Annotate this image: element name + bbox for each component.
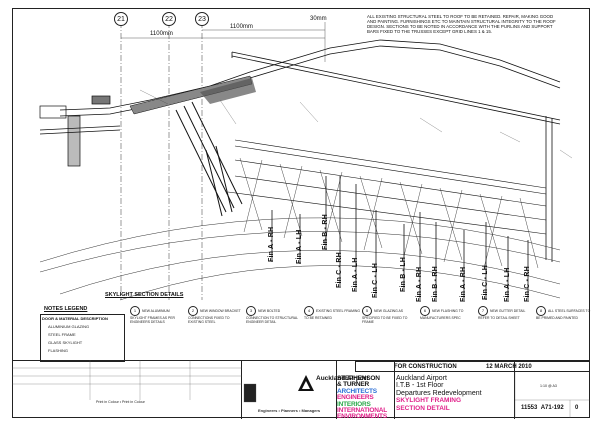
- dimension-text-2: 1100mm: [230, 24, 253, 30]
- revision-table: [12, 361, 242, 419]
- section-title: SKYLIGHT SECTION DETAILS: [105, 292, 184, 298]
- dimension-text-3: 30mm: [310, 16, 327, 22]
- firm-line: & TURNER: [337, 381, 369, 389]
- legend-item: GLASS SKYLIGHT: [48, 340, 83, 345]
- legend-item: STEEL FRAME: [48, 332, 76, 337]
- inclined-member: [175, 101, 243, 217]
- for-construction-label: FOR CONSTRUCTION: [394, 364, 457, 370]
- firm-name: STEPHENSON & TURNER ARCHITECTS ENGINEERS…: [337, 375, 387, 421]
- grid-bubble-21: 21: [114, 12, 128, 26]
- drawing-title-line-2: SECTION DETAIL: [396, 404, 450, 412]
- project-name: Auckland Airport: [396, 375, 447, 382]
- client-logo-cell: [242, 361, 337, 419]
- fin-verticals: [271, 176, 529, 300]
- client-logo-text: Auckland Airport: [316, 375, 369, 382]
- firm-line: ENVIRONMENTS: [337, 413, 387, 421]
- drawing-title-line-1: SKYLIGHT FRAMING: [396, 397, 461, 405]
- grid-lines: [120, 22, 203, 300]
- grid-bubble-23: 23: [195, 12, 209, 26]
- firm-line: STEPHENSON: [337, 375, 380, 382]
- project-cell: [395, 361, 515, 419]
- scale-text: 1:10 @ A3: [540, 384, 557, 388]
- drawing-number: 11553 A71-192: [521, 405, 564, 411]
- sheet-border: [12, 8, 590, 418]
- grid-bubble-22: 22: [162, 12, 176, 26]
- dimension-text-1: 1100mm: [150, 31, 173, 37]
- auckland-airport-logo-icon: [298, 375, 314, 391]
- hatched-roof: [129, 75, 256, 115]
- general-note: ALL EXISTING STRUCTURAL STEEL TO ROOF TO…: [367, 14, 556, 34]
- revision-number: 0: [575, 405, 579, 411]
- notes-legend-title: NOTES LEGEND: [44, 306, 88, 312]
- legend-box: [40, 314, 125, 362]
- firm-logo-cell: [337, 361, 395, 419]
- legend-item: ALUMINIUM GLAZING: [48, 324, 90, 329]
- project-details: Auckland Airport I.T.B - 1st Floor Depar…: [396, 375, 482, 412]
- leader-lines: [139, 89, 573, 159]
- construction-date: 12 MARCH 2010: [486, 364, 532, 370]
- project-location: I.T.B - 1st Floor: [396, 382, 444, 390]
- firm-line: ARCHITECTS: [337, 387, 377, 395]
- left-details: [39, 95, 121, 167]
- firm-line: INTERNATIONAL: [337, 407, 387, 415]
- truss-diagonals: [239, 157, 539, 269]
- legend-heading: DOOR & MATERIAL DESCRIPTION: [42, 316, 108, 321]
- title-block: [12, 360, 590, 419]
- firm-line: INTERIORS: [337, 400, 371, 408]
- for-construction-strip: FOR CONSTRUCTION 12 MARCH 2010: [355, 361, 590, 372]
- project-description: Departures Redevelopment: [396, 389, 482, 397]
- firm-line: ENGINEERS: [337, 394, 374, 402]
- print-note: Print in Colour • Print in Colour: [96, 400, 145, 404]
- legend-item: FLASHING: [48, 348, 69, 353]
- glazing-slope: [227, 139, 547, 235]
- dimension-lines: [121, 22, 326, 62]
- engineers-text: Engineers • Planners • Managers: [258, 408, 321, 413]
